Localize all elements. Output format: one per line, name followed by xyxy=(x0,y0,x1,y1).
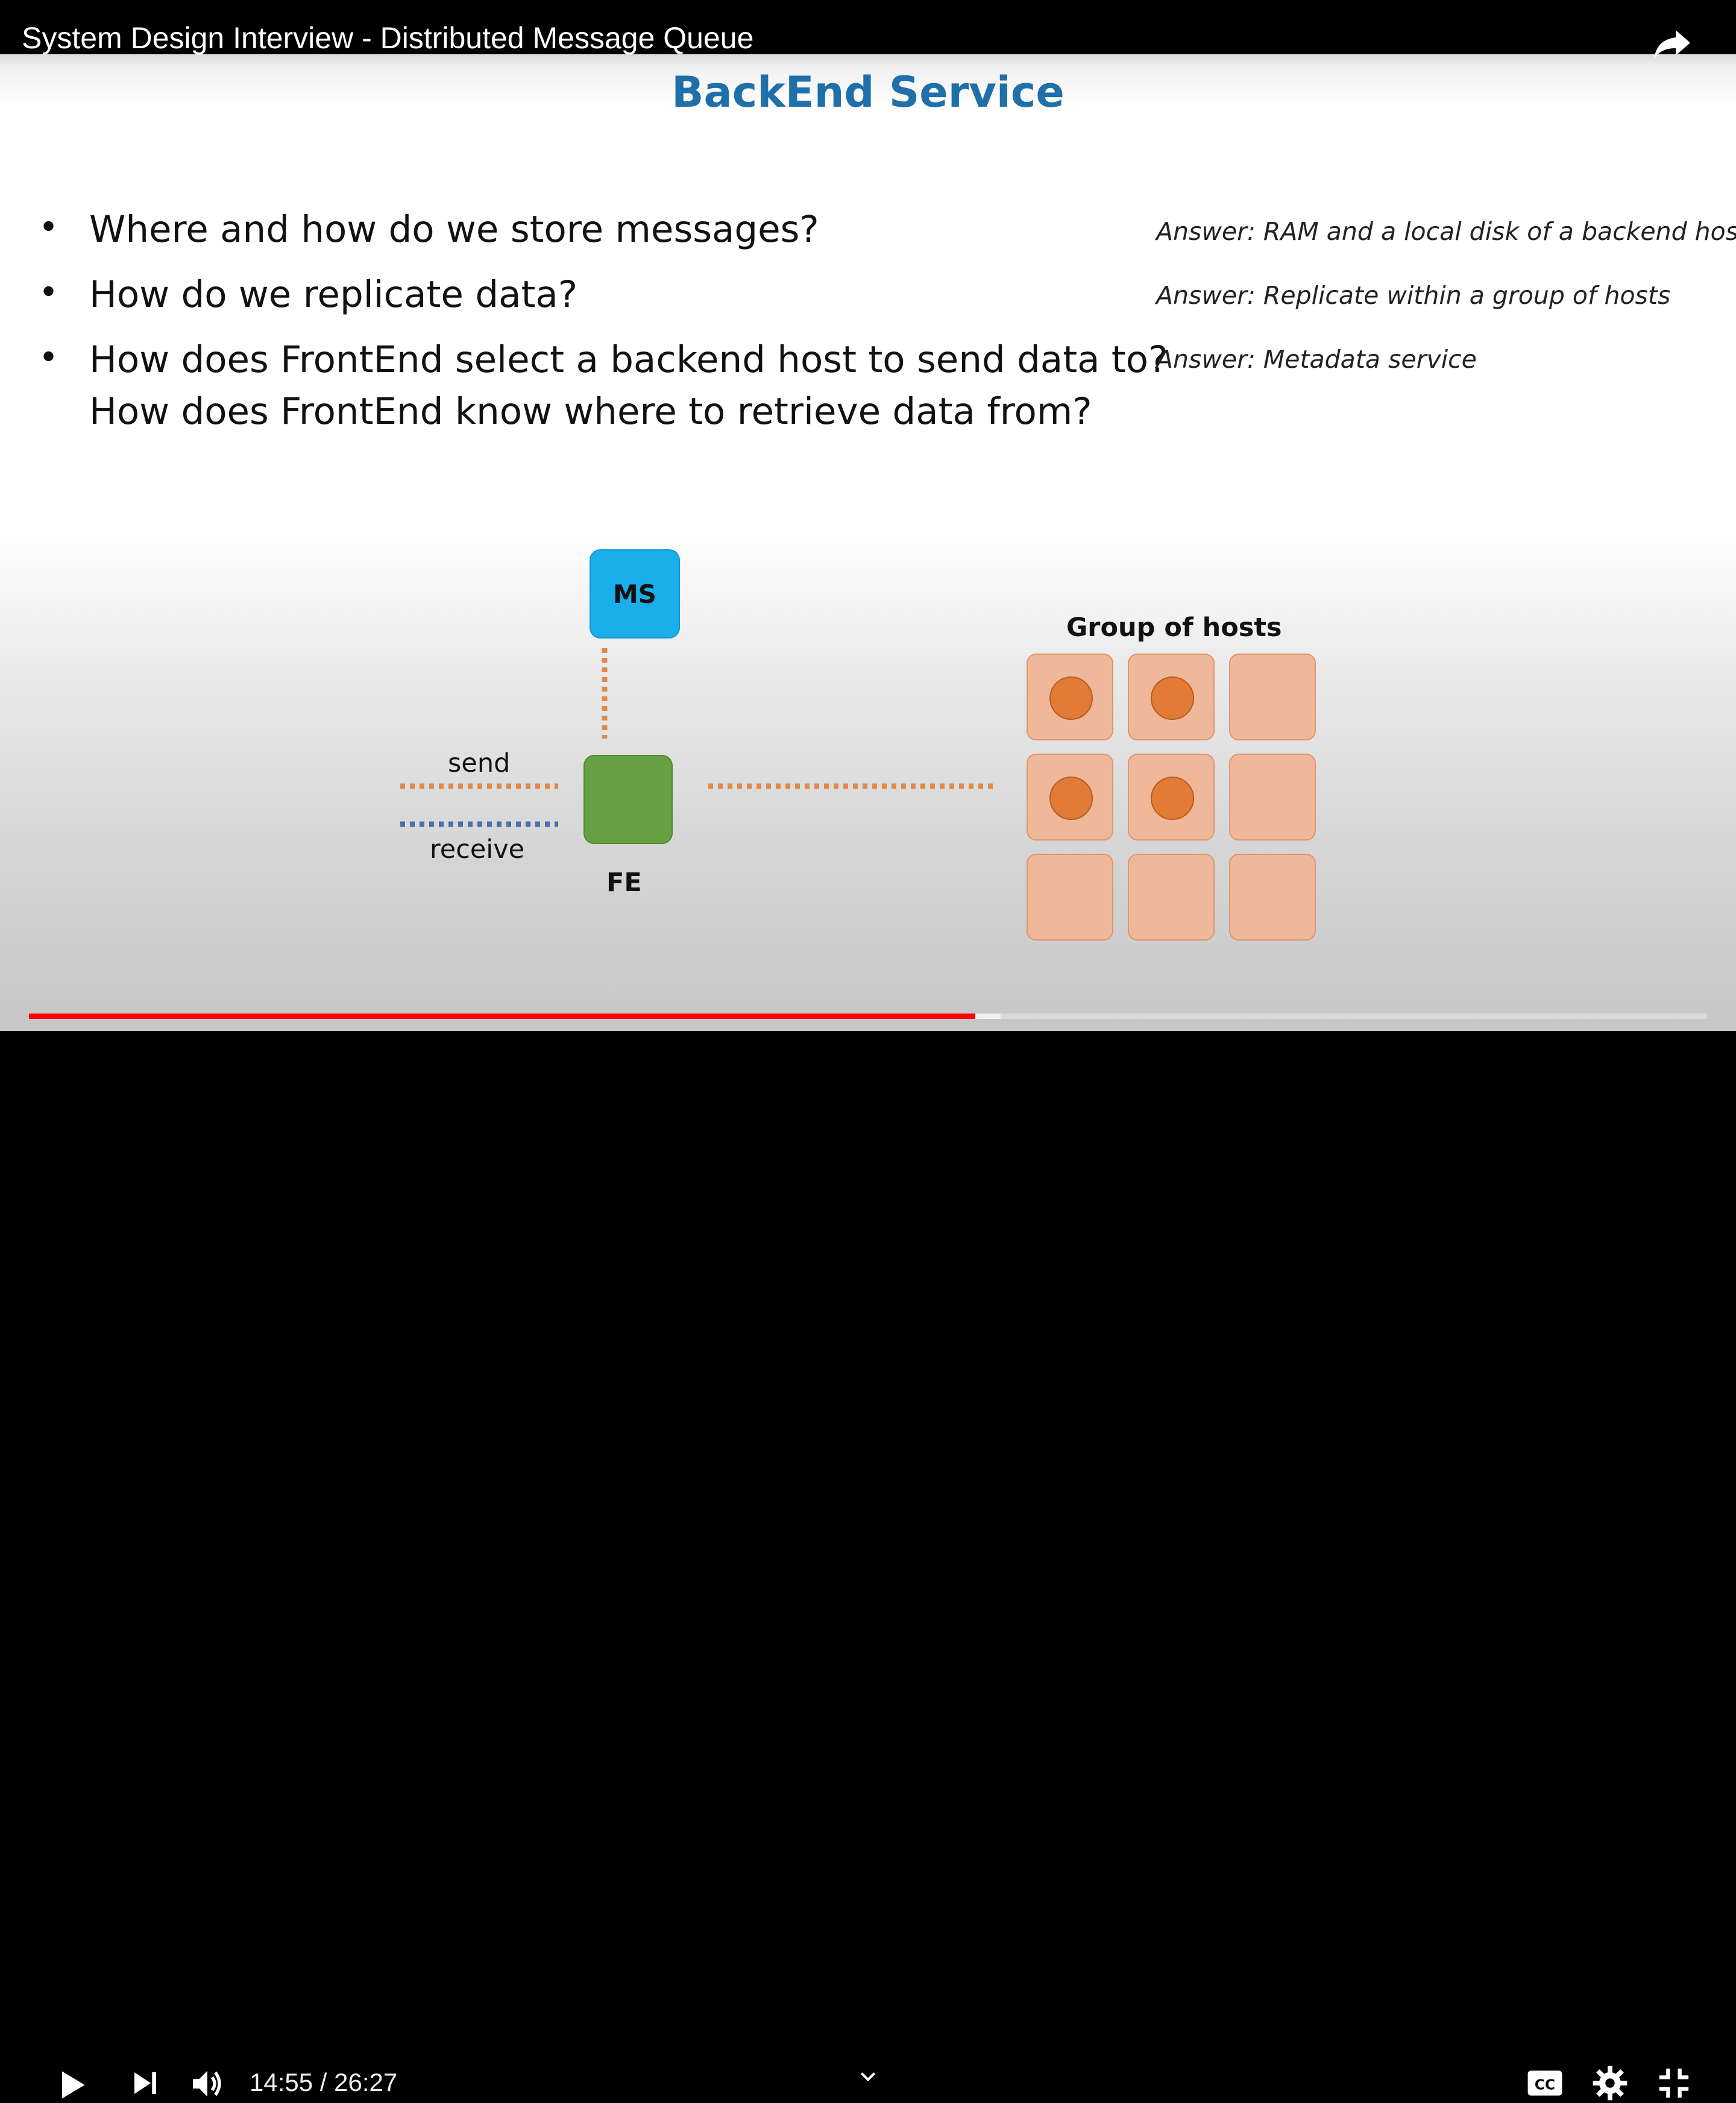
exit-fullscreen-icon[interactable] xyxy=(1656,2066,1691,2101)
host-node xyxy=(1027,654,1113,740)
send-label: send xyxy=(448,748,511,778)
svg-text:CC: CC xyxy=(1535,2076,1555,2093)
host-node xyxy=(1128,654,1215,740)
bullet-text: How do we replicate data? xyxy=(89,273,578,316)
stored-message-dot xyxy=(1151,777,1194,820)
group-of-hosts-label: Group of hosts xyxy=(1066,613,1282,643)
closed-captions-icon[interactable]: CC xyxy=(1526,2067,1564,2099)
bullet-marker: • xyxy=(39,338,59,377)
answer-text: Answer: RAM and a local disk of a backen… xyxy=(1156,217,1736,246)
time-display: 14:55 / 26:27 xyxy=(250,2068,398,2096)
skip-next-icon[interactable] xyxy=(129,2067,162,2099)
host-node xyxy=(1027,754,1113,840)
stored-message-dot xyxy=(1151,676,1194,720)
frontend-node xyxy=(583,755,673,844)
video-player[interactable]: System Design Interview - Distributed Me… xyxy=(0,0,1736,1031)
fe-label: FE xyxy=(606,868,642,898)
bullet-text: Where and how do we store messages? xyxy=(89,208,819,251)
bullet-marker: • xyxy=(39,273,59,312)
play-icon[interactable] xyxy=(53,2067,89,2103)
answer-text: Answer: Metadata service xyxy=(1156,345,1477,374)
host-node xyxy=(1229,654,1316,740)
video-top-bar: System Design Interview - Distributed Me… xyxy=(0,0,1736,59)
stored-message-dot xyxy=(1049,777,1093,820)
chevron-down-icon[interactable] xyxy=(858,2067,878,2086)
host-node xyxy=(1128,754,1215,840)
stored-message-dot xyxy=(1049,676,1093,720)
share-icon[interactable] xyxy=(1650,23,1694,66)
volume-icon[interactable] xyxy=(188,2064,227,2103)
player-controls: 14:55 / 26:27 CC xyxy=(0,1031,1736,2101)
bullet-marker: • xyxy=(39,208,59,247)
diagram-connectors xyxy=(400,648,993,827)
host-node xyxy=(1128,854,1215,941)
receive-label: receive xyxy=(430,834,525,865)
answer-text: Answer: Replicate within a group of host… xyxy=(1156,281,1671,310)
host-node xyxy=(1027,854,1113,941)
bullet-text: How does FrontEnd select a backend host … xyxy=(89,338,1168,381)
bullet-text: How does FrontEnd know where to retrieve… xyxy=(89,390,1092,433)
host-node xyxy=(1229,854,1316,941)
gear-icon[interactable] xyxy=(1591,2064,1629,2102)
host-node xyxy=(1229,754,1316,840)
slide-title: BackEnd Service xyxy=(671,68,1065,117)
video-title[interactable]: System Design Interview - Distributed Me… xyxy=(22,21,754,55)
metadata-service-node: MS xyxy=(590,549,680,638)
progress-played[interactable] xyxy=(29,1014,975,1019)
